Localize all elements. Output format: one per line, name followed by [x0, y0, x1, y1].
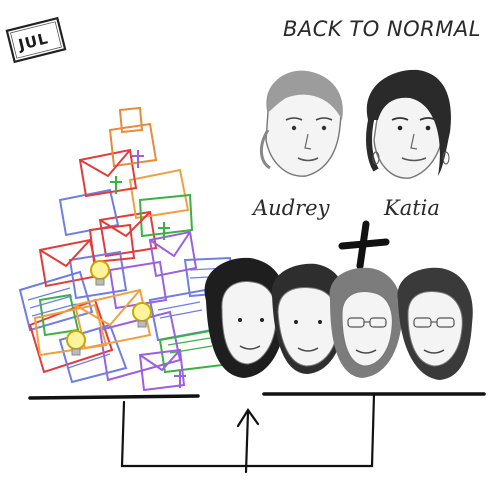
- portrait-team-member: [204, 257, 287, 378]
- paperwork-pile: [18, 106, 238, 392]
- portrait-audrey: [260, 70, 343, 177]
- comic-title: BACK TO NORMAL: [283, 17, 481, 41]
- portrait-katia: [366, 69, 451, 179]
- plus-sign-icon: [338, 220, 390, 270]
- lightbulb-icon: [90, 260, 110, 286]
- name-audrey: Audrey: [251, 196, 331, 220]
- stamp-label: JUL: [16, 29, 51, 54]
- lightbulb-icon: [66, 330, 86, 356]
- balance-scale: [28, 392, 486, 468]
- up-arrow-icon: [236, 408, 260, 474]
- portrait-team-member: [329, 267, 403, 378]
- lightbulb-icon: [132, 302, 152, 328]
- portrait-team-member: [397, 267, 473, 380]
- name-katia: Katia: [383, 196, 440, 220]
- jul-stamp: JUL: [5, 16, 67, 64]
- team-faces-row: [204, 257, 473, 380]
